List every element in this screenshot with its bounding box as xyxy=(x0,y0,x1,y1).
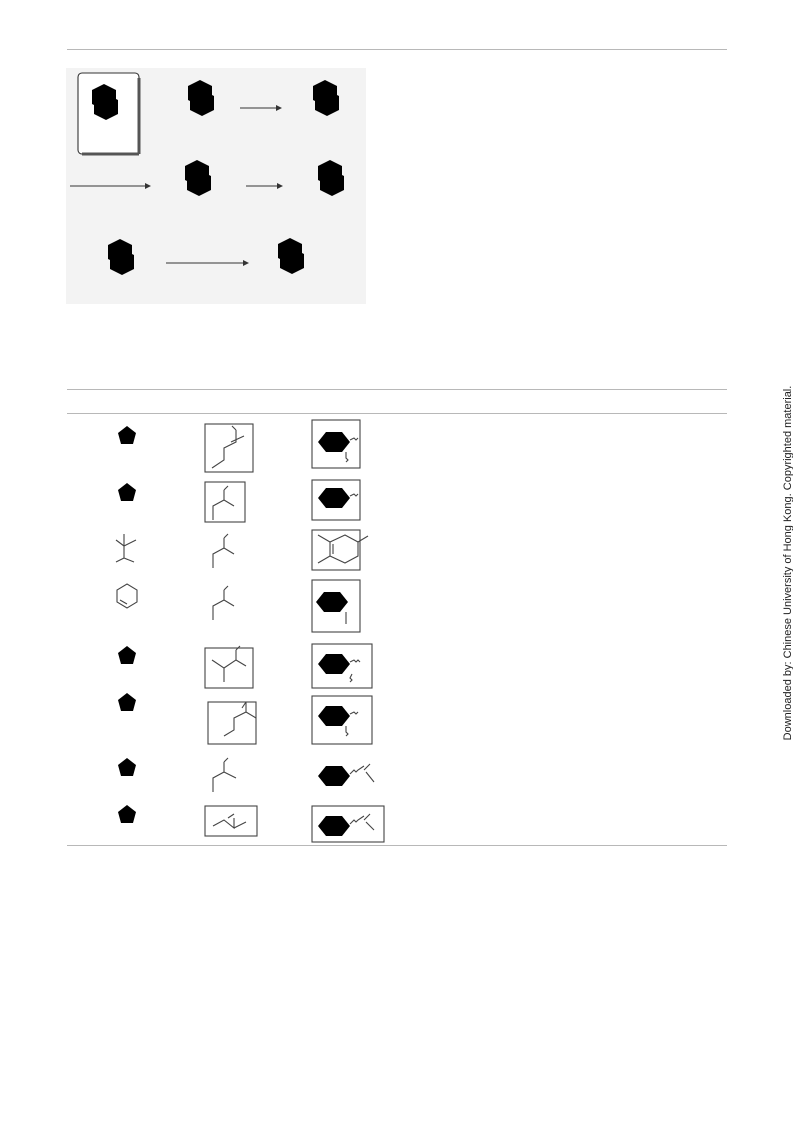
table-top-rule xyxy=(67,389,727,390)
scheme-structures xyxy=(77,72,344,287)
copyright-watermark: Downloaded by: Chinese University of Hon… xyxy=(782,385,793,741)
table-header-rule xyxy=(67,413,727,414)
top-rule xyxy=(67,49,727,50)
scheme-arrows xyxy=(70,105,283,266)
table-structures xyxy=(115,419,385,843)
table-bottom-rule xyxy=(67,845,727,846)
